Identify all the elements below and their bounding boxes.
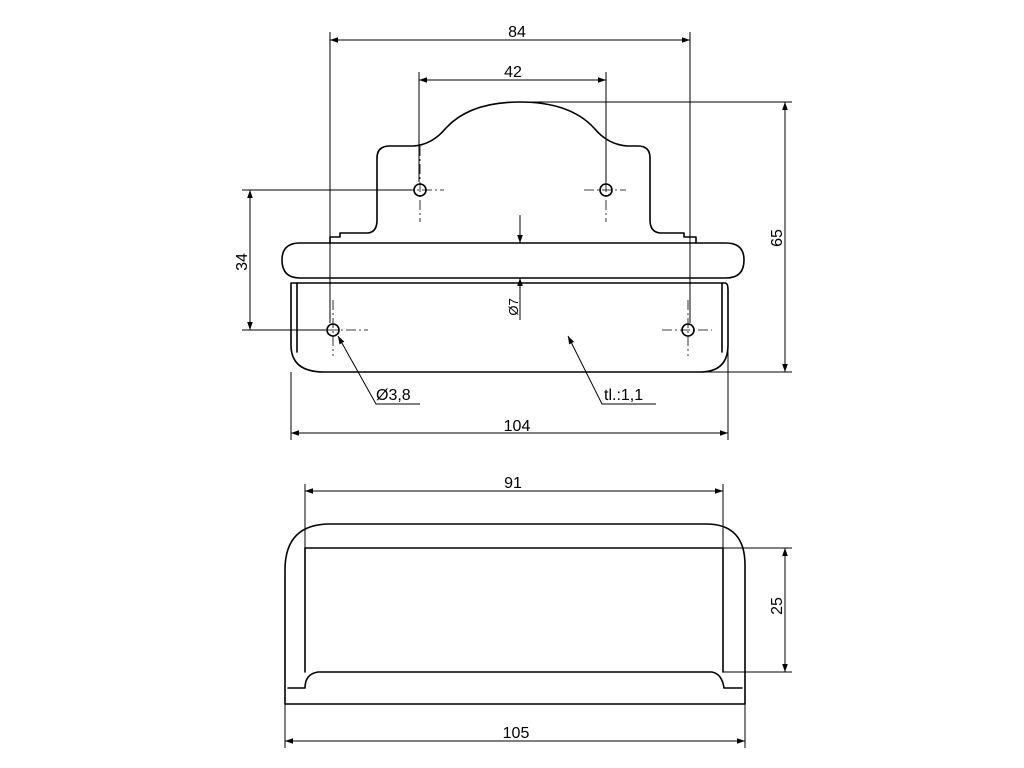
front-outer-outline	[284, 523, 746, 705]
label-34: 34	[234, 253, 251, 271]
leader-thickness	[567, 335, 656, 405]
label-84: 84	[508, 24, 526, 41]
label-105: 105	[503, 725, 530, 742]
label-65: 65	[769, 229, 786, 247]
label-91: 91	[504, 475, 522, 492]
label-hole: Ø3,8	[376, 387, 411, 404]
top-view: 84 42 65 34 Ø7 Ø3,8 tl.:1,1 104	[234, 24, 792, 440]
label-104: 104	[504, 418, 531, 435]
front-view: 91 25 105	[284, 475, 792, 748]
flange-band	[281, 242, 745, 279]
label-42: 42	[504, 64, 522, 81]
body-plate	[290, 282, 729, 373]
leader-hole	[337, 335, 420, 405]
label-slot: Ø7	[506, 298, 521, 315]
center-lines	[310, 146, 712, 356]
front-inner-outline	[287, 671, 743, 689]
label-thickness: tl.:1,1	[604, 387, 643, 404]
label-25: 25	[769, 597, 786, 615]
extension-lines	[242, 32, 792, 440]
bracket-outline	[329, 101, 697, 244]
